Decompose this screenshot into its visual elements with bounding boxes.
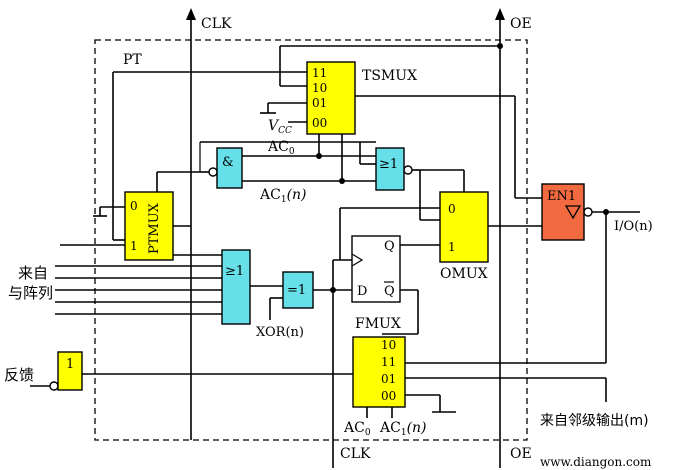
ptmux-input-1: 1 [130, 239, 138, 253]
ff-q-label: Q [384, 239, 395, 254]
feedback-label: 反馈 [4, 366, 34, 384]
ac0-bottom-label: AC0 [343, 420, 371, 438]
fmux-input-01: 01 [381, 372, 396, 386]
tsmux-input-11: 11 [312, 66, 327, 80]
oe-bottom-label: OE [510, 446, 532, 462]
or-gate-symbol: ≥1 [225, 264, 244, 279]
ptmux-input-0: 0 [130, 199, 138, 213]
and-gate [216, 147, 243, 189]
ac0-top-label: AC0 [267, 139, 295, 157]
feedback-buffer [57, 351, 83, 391]
ff-d-label: D [357, 284, 367, 299]
buffer-triangle-icon [564, 205, 582, 220]
omux-input-1: 1 [448, 240, 456, 254]
xnor-gate [375, 147, 405, 191]
omux-input-0: 0 [448, 202, 456, 216]
tsmux-block [306, 61, 356, 135]
ff-qbar-label: Q [384, 284, 395, 299]
omux-label: OMUX [440, 266, 488, 282]
fmux-input-11: 11 [381, 355, 396, 369]
xnor-gate-symbol: ≥1 [379, 157, 398, 172]
xor-label: XOR(n) [256, 325, 304, 340]
ac1-bottom-label: AC1(n) [379, 420, 427, 438]
fmux-input-10: 10 [381, 338, 396, 352]
omux-block [439, 191, 489, 263]
oe-arrow [495, 8, 505, 20]
pt-label: PT [123, 52, 142, 68]
fmux-label: FMUX [355, 316, 401, 332]
tsmux-input-01: 01 [312, 96, 327, 110]
output-buffer-bubble [583, 207, 593, 217]
ac1-top-label: AC1(n) [259, 187, 307, 205]
d-flipflop [351, 235, 401, 303]
tsmux-label: TSMUX [362, 68, 417, 84]
oe-junction [497, 43, 503, 49]
neighbor-input-label: 来自邻级输出(m) [540, 413, 649, 429]
macrocell-boundary [94, 39, 528, 441]
clk-bottom-label: CLK [340, 446, 371, 462]
ff-clock-marker [351, 253, 364, 267]
fmux-input-00: 00 [381, 389, 396, 403]
oe-top-label: OE [510, 16, 532, 32]
tsmux-input-00: 00 [312, 116, 327, 130]
output-buffer-label: EN1 [547, 189, 576, 204]
vcc-label: VCC [268, 118, 292, 136]
ptmux-label: PTMUX [147, 202, 162, 254]
feedback-buffer-bubble [49, 381, 59, 391]
ptmux-block [124, 191, 174, 261]
clk-top-label: CLK [201, 16, 232, 32]
xor-gate-symbol: =1 [287, 283, 306, 298]
array-input-label-line2: 与阵列 [8, 284, 53, 302]
io-label: I/O(n) [614, 219, 653, 234]
xnor-gate-bubble [403, 165, 413, 175]
fmux-block [352, 336, 406, 408]
feedback-buffer-label: 1 [66, 357, 74, 372]
tsmux-input-10: 10 [312, 81, 327, 95]
watermark: www.diangon.com [540, 455, 652, 469]
array-input-label-line1: 来自 [18, 264, 48, 282]
clk-arrow [186, 8, 196, 20]
and-gate-symbol: & [222, 155, 234, 170]
and-gate-bubble [208, 167, 218, 177]
or-gate [221, 249, 251, 325]
